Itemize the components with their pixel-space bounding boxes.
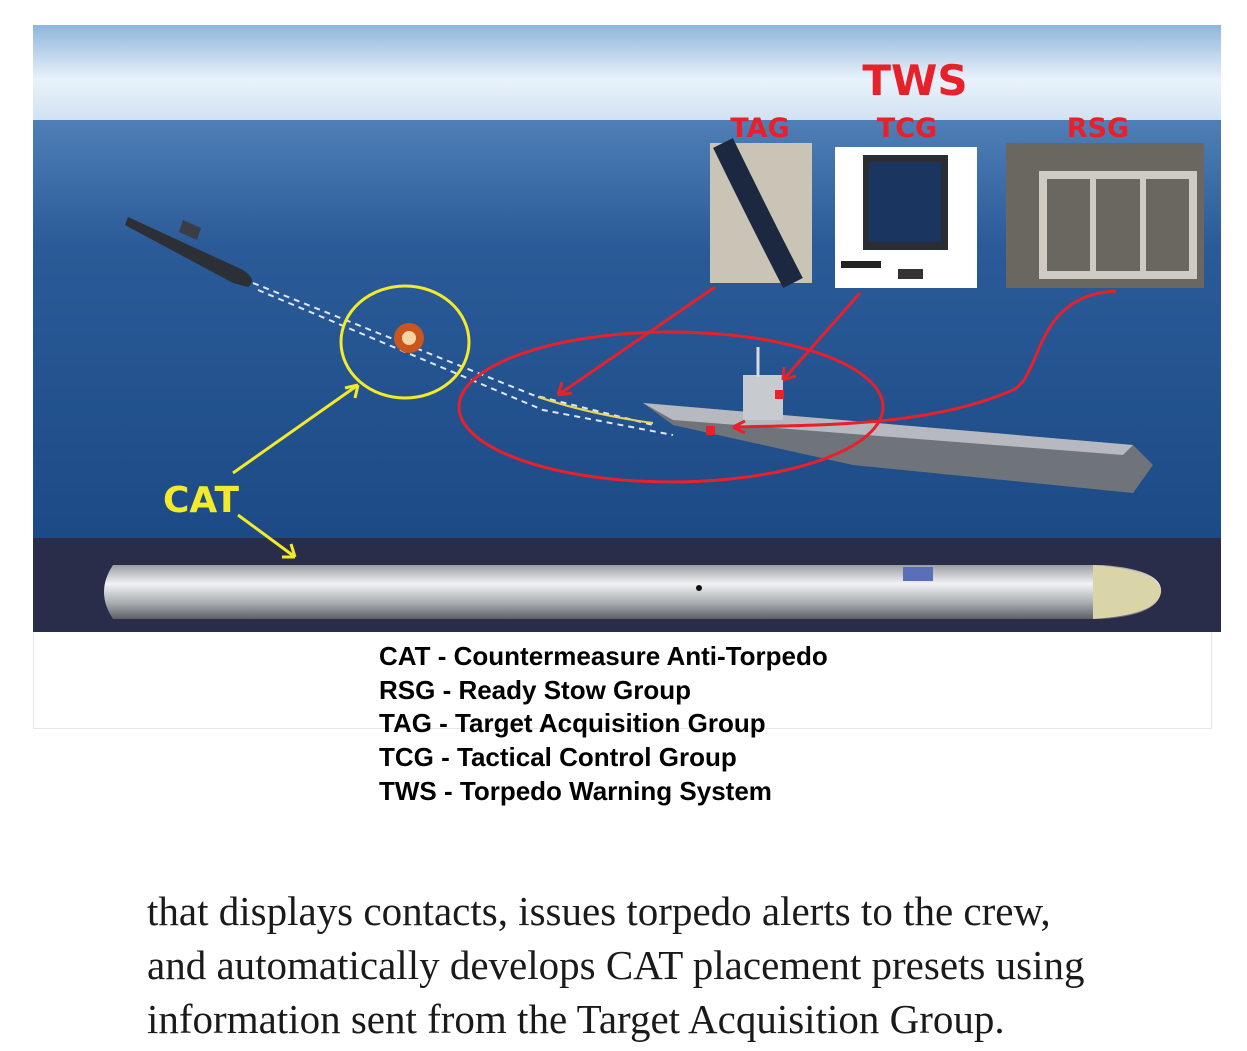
tws-illustration: CAT TWS TAG TCG RSG xyxy=(33,25,1221,632)
tcg-label: TCG xyxy=(877,113,937,144)
body-paragraph: that displays contacts, issues torpedo a… xyxy=(147,884,1207,1046)
acronym-legend: CAT - Countermeasure Anti-Torpedo RSG - … xyxy=(379,640,828,809)
legend-item: TAG - Target Acquisition Group xyxy=(379,708,766,739)
tag-label: TAG xyxy=(730,113,789,144)
paragraph-line: information sent from the Target Acquisi… xyxy=(147,996,1005,1042)
tws-ship-circle xyxy=(457,330,885,484)
stow-rack-photo xyxy=(1006,143,1204,288)
legend-item: CAT - Countermeasure Anti-Torpedo xyxy=(379,641,828,671)
legend-box xyxy=(33,632,1212,729)
paragraph-line: that displays contacts, issues torpedo a… xyxy=(147,888,1051,934)
cat-intercept-circle xyxy=(339,284,471,400)
submarine xyxy=(125,217,252,287)
monitor-console-photo xyxy=(835,147,977,288)
rsg-label: RSG xyxy=(1067,113,1129,144)
tws-title: TWS xyxy=(862,56,967,105)
legend-item: TWS - Torpedo Warning System xyxy=(379,775,772,806)
legend-item: RSG - Ready Stow Group xyxy=(379,674,692,705)
cat-torpedo-photo xyxy=(104,565,1162,619)
towed-array-photo xyxy=(710,138,812,289)
legend-item: TCG - Tactical Control Group xyxy=(379,742,737,773)
paragraph-line: and automatically develops CAT placement… xyxy=(147,942,1085,988)
cat-label: CAT xyxy=(163,480,239,521)
